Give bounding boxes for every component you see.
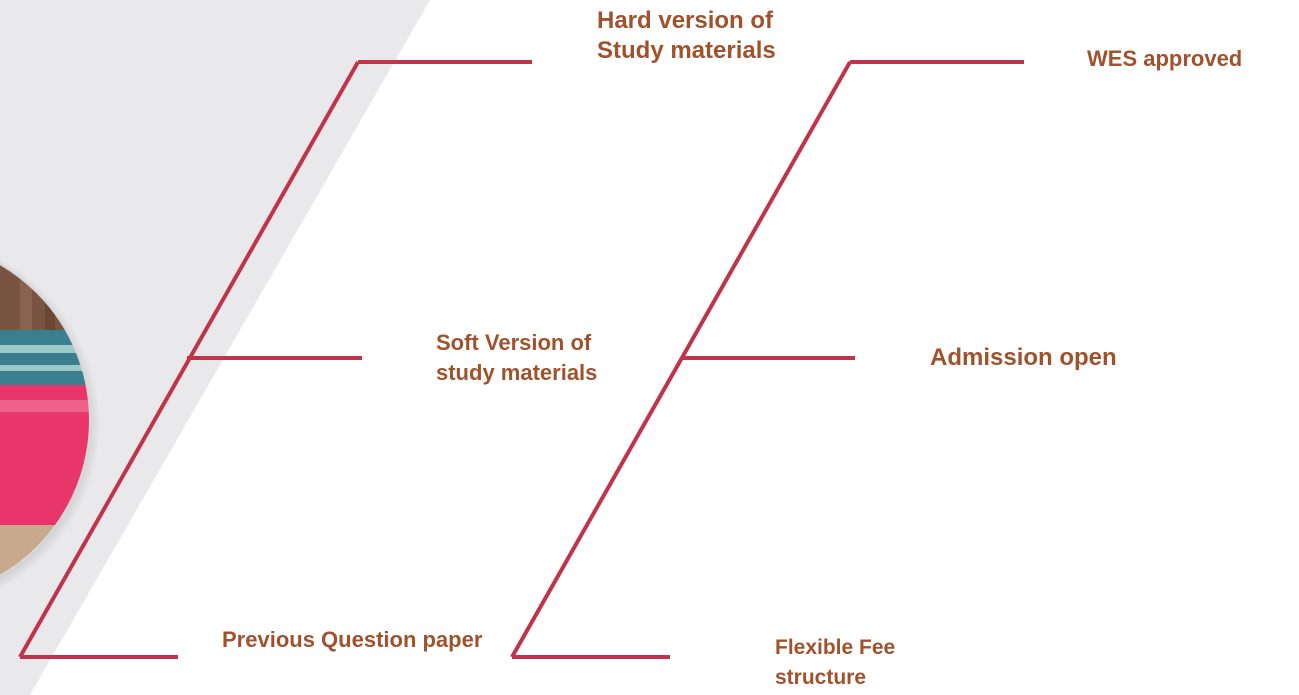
label-previous-question: Previous Question paper: [222, 627, 483, 652]
label-flexible-fee: Flexible Fee structure: [775, 636, 896, 689]
label-wes-approved: WES approved: [1087, 46, 1243, 71]
label-admission-open: Admission open: [930, 344, 1117, 371]
grey-panel: [0, 0, 430, 695]
label-hard-version: Hard version of Study materials: [597, 7, 776, 64]
label-soft-version: Soft Version of study materials: [436, 330, 598, 385]
